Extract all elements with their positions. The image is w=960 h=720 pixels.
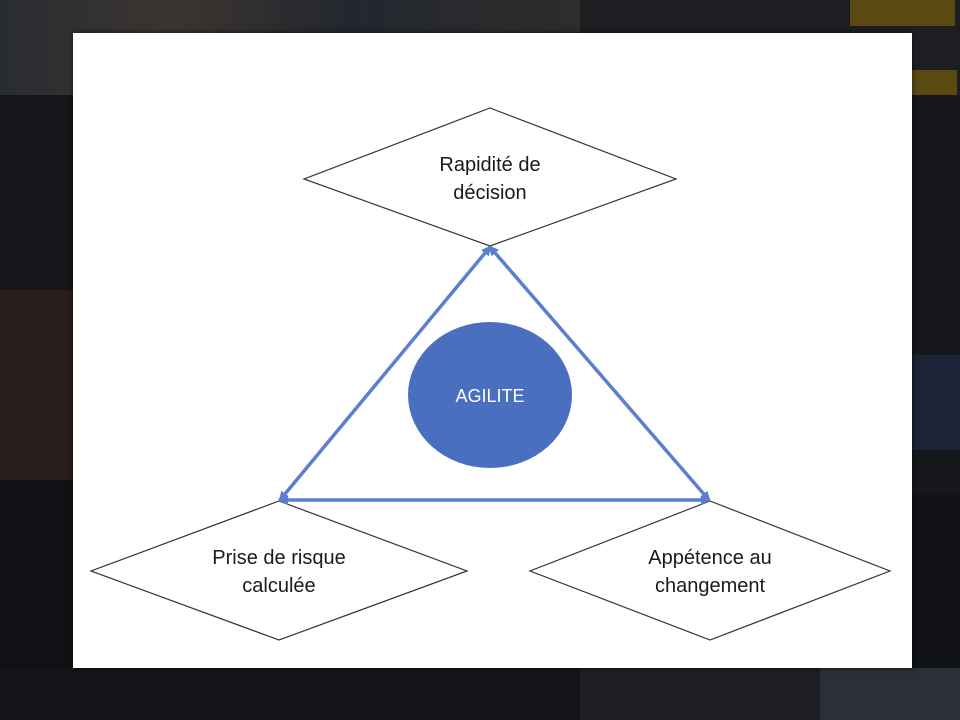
bg-yellow-note: [850, 0, 955, 26]
agilite-circle: [408, 322, 572, 468]
bg-left-photo: [0, 290, 73, 480]
top-node-line2: décision: [453, 182, 526, 204]
bg-right-blue: [912, 355, 960, 450]
slide-panel: AGILITE Rapidité de décision Prise de ri…: [73, 33, 912, 668]
left-node-line1: Prise de risque: [212, 547, 345, 569]
bg-bottom-right: [580, 668, 820, 720]
arrow-top-to-right: [488, 245, 711, 502]
right-node-line1: Appétence au: [648, 547, 771, 569]
left-node-line2: calculée: [242, 575, 315, 597]
agility-diagram: AGILITE Rapidité de décision Prise de ri…: [89, 107, 892, 641]
top-diamond: [302, 107, 678, 247]
bg-yellow-note-2: [912, 70, 957, 96]
agilite-label: AGILITE: [455, 386, 524, 406]
bg-bottom-thumb: [820, 668, 960, 720]
right-node-line2: changement: [655, 575, 766, 597]
right-diamond: [528, 500, 892, 641]
left-diamond: [89, 500, 469, 641]
top-node-line1: Rapidité de: [439, 154, 540, 176]
arrow-left-to-top: [278, 245, 492, 502]
